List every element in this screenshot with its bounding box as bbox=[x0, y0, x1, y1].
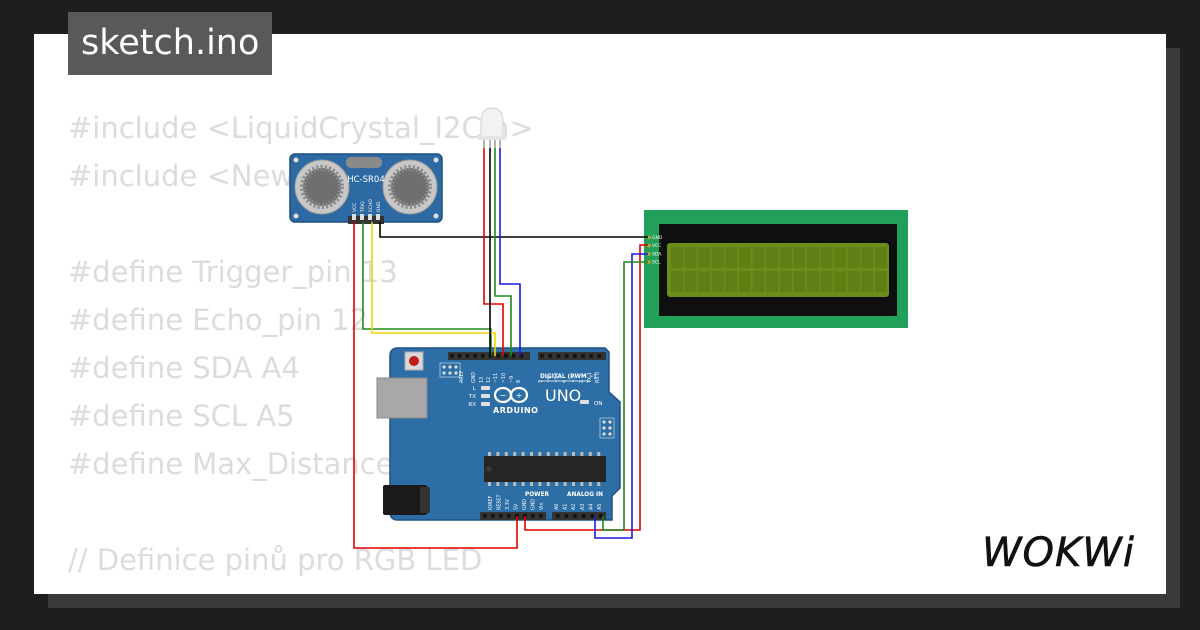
power-pin-label: IOREF bbox=[488, 495, 494, 510]
icsp-header-left bbox=[439, 362, 461, 378]
arduino-infinity-logo-icon: − + bbox=[493, 386, 529, 404]
lcd-pin-label: SDA bbox=[652, 251, 662, 257]
wokwi-logo: WOKWi bbox=[982, 530, 1135, 577]
power-pin-label: Vin bbox=[539, 502, 545, 510]
power-pin-label: 5V bbox=[514, 503, 520, 510]
status-led-label: TX bbox=[468, 394, 476, 400]
digital-pin-label: TX 1 bbox=[587, 372, 593, 384]
analog-pin-label: A0 bbox=[554, 504, 560, 510]
analog-label: ANALOG IN bbox=[567, 492, 603, 498]
digital-pin-label: 12 bbox=[486, 377, 492, 383]
arduino-brand: ARDUINO bbox=[493, 406, 538, 415]
lcd-1602-i2c: GND VCC SDA SCL bbox=[644, 210, 908, 328]
digital-pin-label: AREF bbox=[459, 370, 465, 383]
power-pin-label: 3.3V bbox=[505, 498, 511, 510]
status-led bbox=[481, 394, 490, 398]
wire-lcd-scl-a5 bbox=[602, 261, 648, 531]
reset-button-icon bbox=[404, 351, 424, 371]
digital-pin-label: ~11 bbox=[493, 373, 499, 383]
lcd-pin bbox=[647, 235, 651, 240]
sensor-transducer-left bbox=[294, 159, 350, 215]
icsp-header-right bbox=[599, 417, 615, 439]
lcd-pin-label: VCC bbox=[652, 243, 661, 249]
digital-pin-label: ~9 bbox=[509, 376, 515, 383]
wire-led-blue-pin9 bbox=[499, 148, 521, 356]
wire-sensor-gnd-lcd-gnd bbox=[379, 222, 648, 238]
wire-lcd-vcc-5v bbox=[524, 244, 648, 531]
sensor-pin-label: ECHO bbox=[368, 199, 374, 212]
wire-led-red-pin11 bbox=[483, 148, 504, 356]
power-pin-label: RESET bbox=[497, 495, 503, 510]
lcd-pin-labels: GND VCC SDA SCL bbox=[647, 235, 663, 266]
analog-pin-label: A3 bbox=[580, 504, 586, 510]
lcd-pin-label: SCL bbox=[652, 260, 661, 266]
svg-text:−: − bbox=[500, 391, 507, 400]
digital-pin-label: GND bbox=[471, 372, 477, 383]
sensor-label: HC-SR04 bbox=[347, 175, 385, 185]
wires bbox=[353, 148, 648, 549]
power-pin-label: GND bbox=[531, 499, 537, 510]
digital-pin-label: 2 bbox=[579, 380, 585, 383]
analog-pin-label: A4 bbox=[588, 504, 594, 510]
svg-text:WOKWi: WOKWi bbox=[982, 530, 1135, 576]
status-led bbox=[481, 402, 490, 406]
digital-pin-label: 4 bbox=[562, 380, 568, 383]
arduino-model: UNO bbox=[545, 386, 581, 405]
status-led-label: L bbox=[473, 386, 477, 392]
code-line: #define Echo_pin 12 bbox=[68, 303, 369, 337]
lcd-pin-label: GND bbox=[652, 235, 663, 241]
code-line: #define SDA A4 bbox=[68, 351, 300, 385]
wire-sensor-echo-pin12 bbox=[371, 222, 496, 356]
digital-pin-label: RX 0 bbox=[595, 372, 601, 383]
lcd-pin bbox=[647, 252, 651, 256]
digital-pin-label: ~3 bbox=[571, 376, 577, 383]
digital-pin-label: ~10 bbox=[501, 373, 507, 383]
digital-pin-label: 7 bbox=[538, 380, 544, 383]
sensor-pin-label: TRIG bbox=[360, 201, 366, 213]
digital-pin-label: 13 bbox=[479, 377, 485, 383]
atmega-chip bbox=[484, 456, 606, 482]
wire-lcd-sda-a4 bbox=[594, 253, 648, 539]
digital-pin-label: 8 bbox=[516, 380, 522, 383]
wire-sensor-trig-pin13 bbox=[362, 222, 492, 356]
digital-pin-label: ~6 bbox=[546, 376, 552, 383]
status-leds: L TX RX bbox=[468, 386, 490, 408]
code-line: #define Max_Distance 400 bbox=[68, 447, 459, 481]
code-line: #define Trigger_pin 13 bbox=[68, 255, 398, 289]
code-line: #define SCL A5 bbox=[68, 399, 295, 433]
power-label: POWER bbox=[525, 492, 550, 498]
on-label: ON bbox=[594, 401, 602, 407]
lcd-pin bbox=[647, 260, 651, 264]
analog-pin-label: A5 bbox=[597, 504, 603, 510]
file-name-tag: sketch.ino bbox=[68, 12, 273, 75]
lcd-pin bbox=[647, 243, 651, 248]
analog-pin-label: A1 bbox=[563, 504, 569, 510]
code-line: // Definice pinů pro RGB LED bbox=[68, 543, 483, 577]
digital-pin-label: ~5 bbox=[554, 376, 560, 383]
code-line: #define RED_LED 11 bbox=[68, 584, 534, 594]
wire-sensor-vcc-5v bbox=[353, 222, 518, 549]
status-led-label: RX bbox=[468, 402, 476, 408]
status-led bbox=[481, 386, 490, 390]
sensor-transducer-right bbox=[382, 159, 438, 215]
power-pin-label: GND bbox=[522, 499, 528, 510]
sensor-pin-label: GND bbox=[376, 201, 382, 212]
digital-label: DIGITAL (PWM ~) bbox=[540, 374, 597, 380]
sensor-pin-label: VCC bbox=[352, 203, 358, 212]
wire-led-green-pin10 bbox=[494, 148, 512, 356]
svg-text:+: + bbox=[516, 391, 523, 400]
lcd-character-grid bbox=[671, 247, 887, 292]
digital-header bbox=[450, 354, 602, 358]
rgb-led bbox=[478, 107, 506, 148]
analog-pin-label: A2 bbox=[571, 504, 577, 510]
